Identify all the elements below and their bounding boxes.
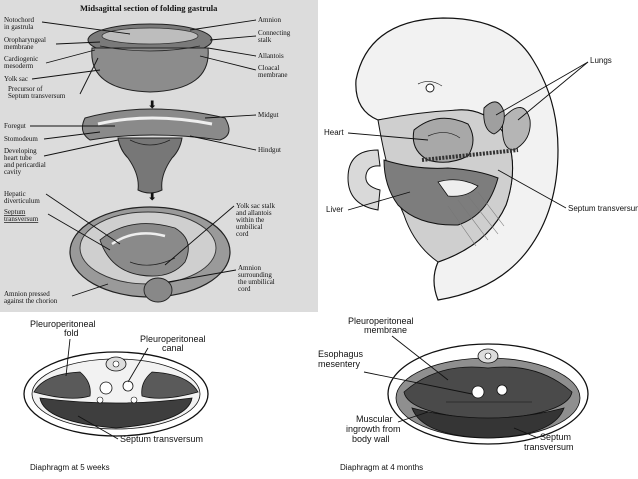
canal-right (122, 380, 134, 392)
panel-gastrula: Midsagittal section of folding gastrula … (0, 0, 318, 312)
fold-left (33, 371, 91, 399)
esophagus-circle (471, 385, 485, 399)
caption-4mo: Diaphragm at 4 months (340, 463, 423, 472)
label-septum-b: Septum transversum (568, 204, 638, 213)
label-liver: Liver (326, 205, 344, 214)
eye-icon (425, 83, 435, 93)
gastrula-right-leaders (164, 19, 257, 283)
arrow-down-icon-2: ⬇ (148, 192, 156, 203)
stage-2-embryo (81, 108, 230, 194)
caption-5wk: Diaphragm at 5 weeks (30, 463, 110, 472)
stage-3-embryo (69, 206, 231, 303)
label-lungs: Lungs (590, 56, 612, 65)
label-midgut: Midgut (258, 111, 279, 119)
label-septum-c: Septum transversum (120, 434, 203, 444)
liver-shape (383, 159, 499, 226)
hatching (447, 191, 505, 247)
label-stomodeum: Stomodeum (4, 135, 38, 143)
label-hindgut: Hindgut (258, 146, 281, 154)
umbilical-stump (347, 149, 381, 211)
embryo-heart-figure: Lungs Heart Liver Septum transversum (324, 17, 638, 301)
gastrula-left-leaders (30, 21, 131, 297)
stage-1-embryo (87, 23, 213, 93)
label-yolk-sac: Yolk sac (4, 75, 28, 83)
septum-transversum-5wk (39, 397, 193, 429)
fold-right (141, 371, 199, 399)
label-amnion: Amnion (258, 16, 281, 24)
arrow-down-icon: ⬇ (148, 100, 156, 111)
lung-shape (502, 107, 531, 151)
canal-left (99, 381, 113, 395)
septum-transversum-4mo (411, 407, 565, 439)
label-allantois: Allantois (258, 52, 284, 60)
lung-shape-2 (483, 101, 505, 135)
panel-embryo-heart: Lungs Heart Liver Septum transversum (318, 0, 638, 312)
label-heart: Heart (324, 128, 344, 137)
gastrula-figure: Midsagittal section of folding gastrula … (4, 3, 291, 305)
label-foregut: Foregut (4, 122, 26, 130)
gastrula-title: Midsagittal section of folding gastrula (80, 3, 218, 13)
